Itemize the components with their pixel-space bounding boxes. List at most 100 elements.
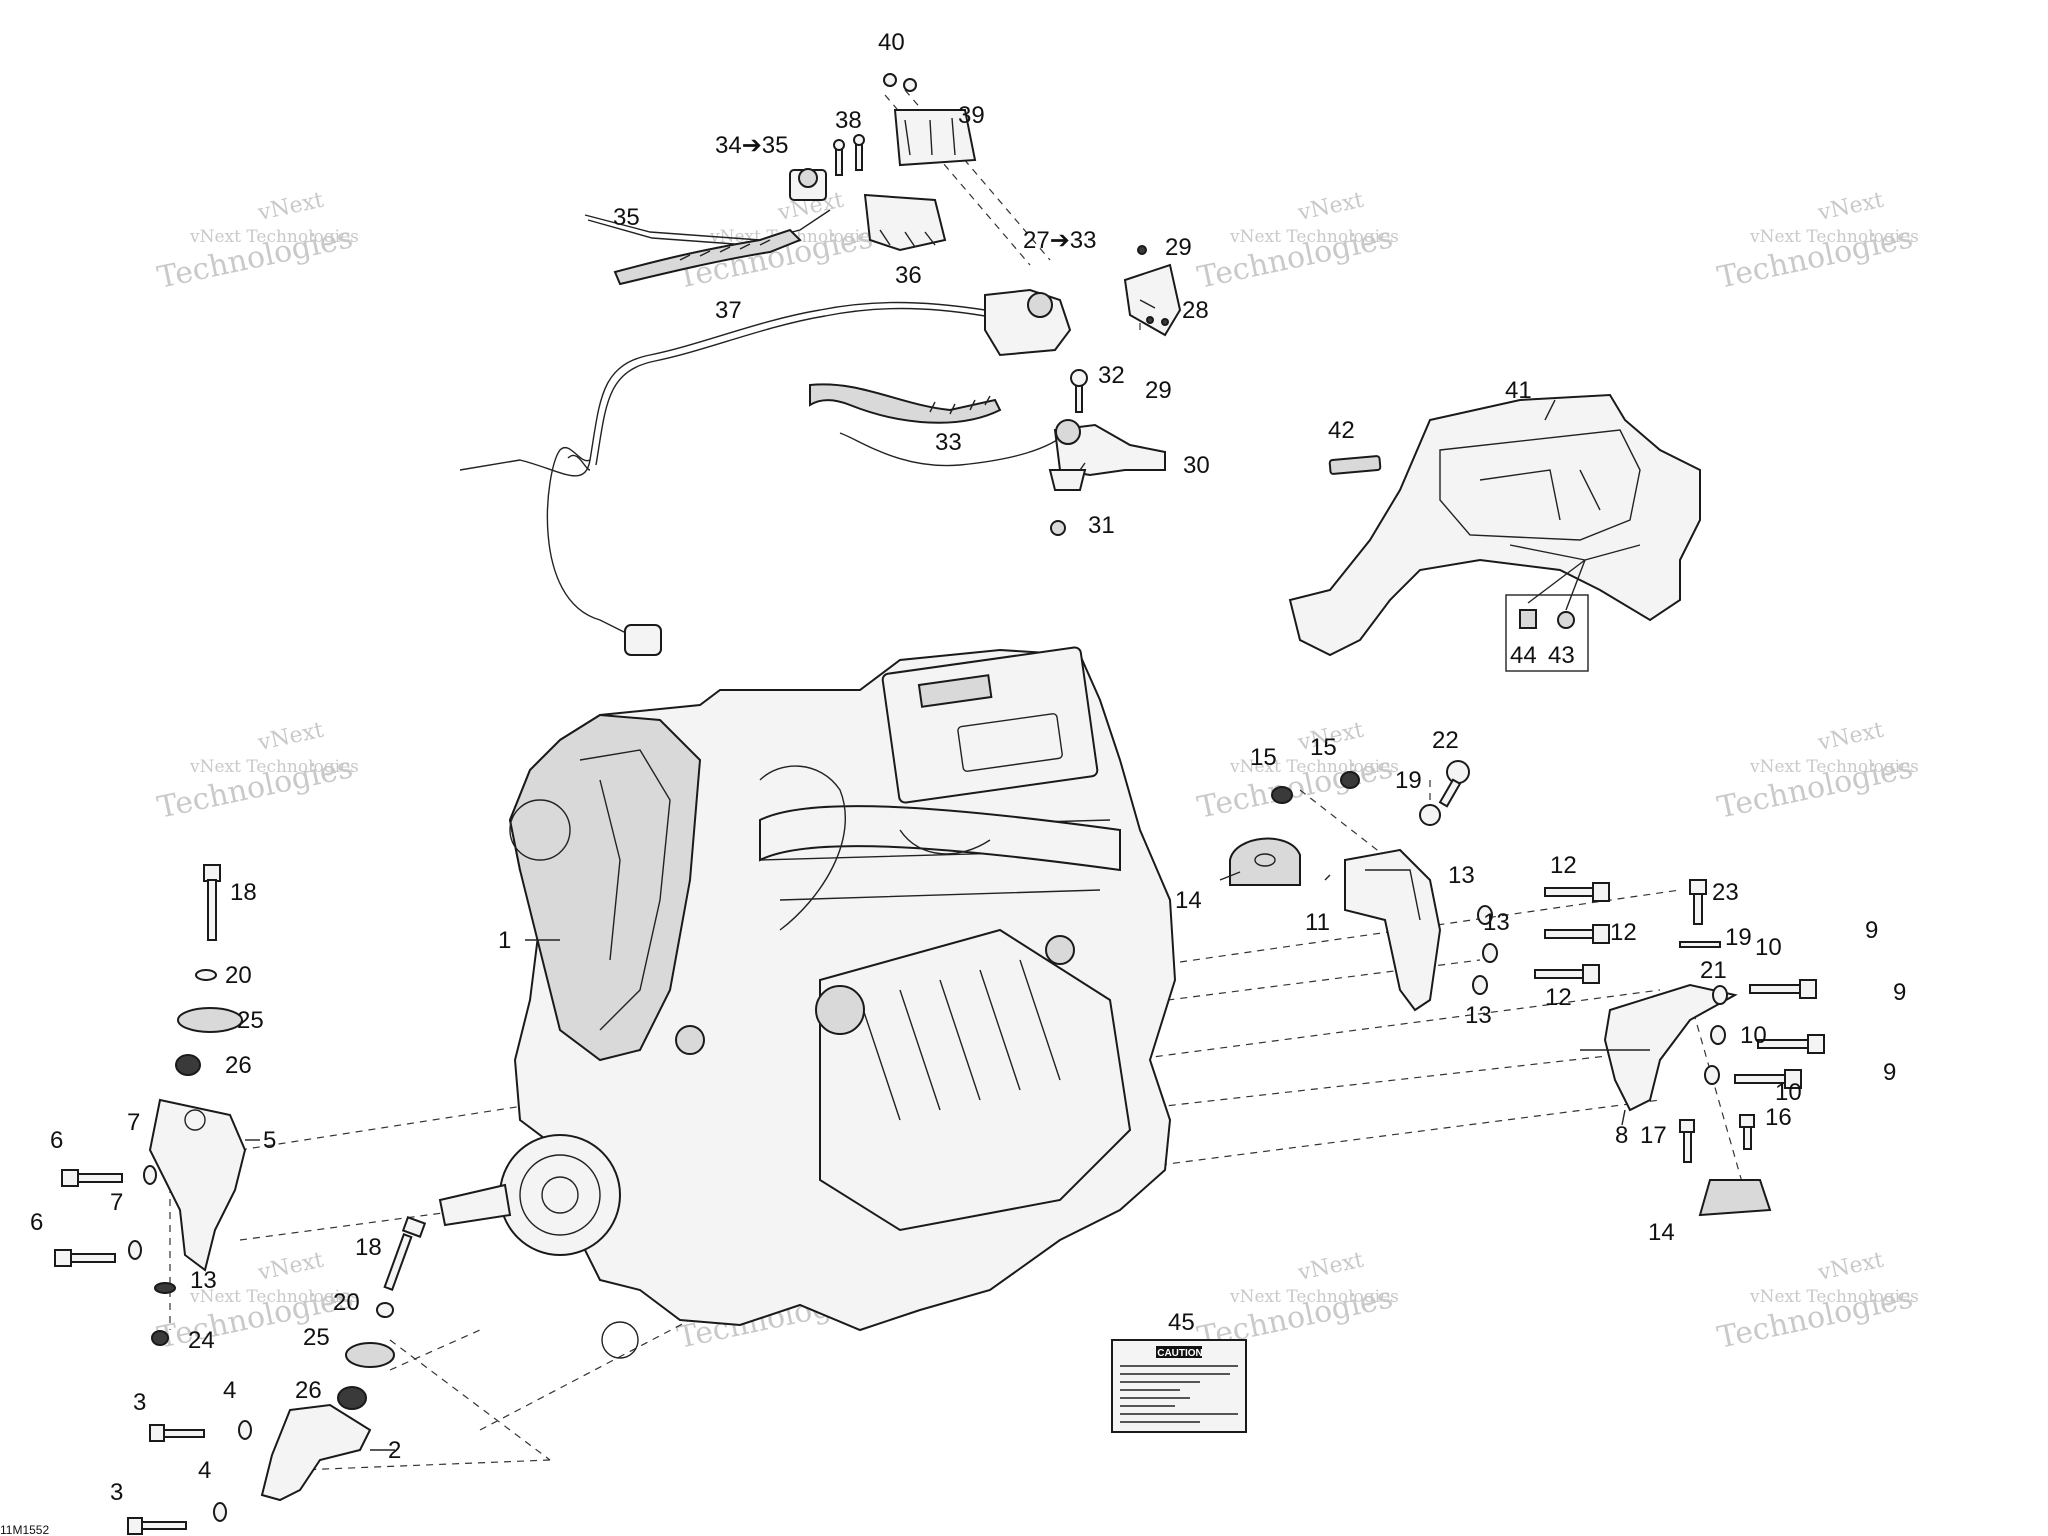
svg-text:vNext Technologies: vNext Technologies <box>1229 757 1399 777</box>
screw <box>1070 369 1088 413</box>
mount-cushion <box>1229 837 1301 886</box>
screw <box>1161 318 1169 326</box>
callout-39: 39 <box>958 102 985 129</box>
hose <box>809 383 1002 424</box>
washer <box>128 1240 142 1260</box>
svg-text:vNext Technologies: vNext Technologies <box>1229 227 1399 247</box>
nut <box>151 1330 169 1346</box>
mount-cushion <box>1698 1179 1772 1217</box>
callout-41: 41 <box>1505 377 1532 404</box>
washer <box>1704 1065 1720 1085</box>
screw <box>833 139 845 176</box>
callout-10: 10 <box>1740 1022 1767 1049</box>
caution-title: CAUTION <box>1157 1348 1203 1359</box>
watermark: vNext vNext Technologies Technologies <box>1714 718 1918 826</box>
callout-4: 4 <box>223 1377 236 1404</box>
callout-14: 14 <box>1175 887 1202 914</box>
pin <box>1679 941 1721 948</box>
washer <box>195 969 217 981</box>
nut <box>154 1282 176 1294</box>
svg-text:vNext Technologies: vNext Technologies <box>189 1287 359 1307</box>
mount-bracket <box>260 1403 372 1502</box>
svg-text:vNext Technologies: vNext Technologies <box>1749 757 1919 777</box>
callout-29: 29 <box>1165 234 1192 261</box>
bolt <box>1544 924 1610 944</box>
washer <box>1472 975 1488 995</box>
callout-4: 4 <box>198 1457 211 1484</box>
washer <box>1712 985 1728 1005</box>
callout-9: 9 <box>1893 979 1906 1006</box>
callout-35: 35 <box>613 204 640 231</box>
callout-14: 14 <box>1648 1219 1675 1246</box>
right-mount-parts <box>1229 760 1825 1217</box>
nut <box>175 1054 201 1076</box>
callout-19: 19 <box>1725 924 1752 951</box>
caution-label: CAUTION <box>1111 1339 1247 1433</box>
bolt <box>1534 964 1600 984</box>
callout-22: 22 <box>1432 727 1459 754</box>
clip-nut <box>1519 609 1537 629</box>
callout-18: 18 <box>355 1234 382 1261</box>
callout-labels: 1 2 3 3 4 4 5 6 6 7 7 8 9 9 9 10 10 10 1… <box>30 29 1906 1506</box>
callout-40: 40 <box>878 29 905 56</box>
washer <box>376 1302 394 1318</box>
callout-15: 15 <box>1310 734 1337 761</box>
washer <box>143 1165 157 1185</box>
callout-25: 25 <box>303 1324 330 1351</box>
nut <box>337 1386 367 1410</box>
svg-text:vNext: vNext <box>1295 1248 1366 1286</box>
callout-3: 3 <box>133 1389 146 1416</box>
callout-5: 5 <box>263 1127 276 1154</box>
callout-8: 8 <box>1615 1122 1628 1149</box>
callout-24: 24 <box>188 1327 215 1354</box>
bolt <box>61 1169 123 1187</box>
callout-27: 27➔33 <box>1023 227 1097 254</box>
bolt <box>203 864 221 941</box>
callout-29: 29 <box>1145 377 1172 404</box>
callout-13: 13 <box>1483 909 1510 936</box>
engine-assembly <box>438 646 1177 1359</box>
diagram-id: 11M1552 <box>0 1523 49 1536</box>
svg-text:vNext: vNext <box>1815 1248 1886 1286</box>
callout-6: 6 <box>50 1127 63 1154</box>
callout-10: 10 <box>1755 934 1782 961</box>
bolt <box>1438 760 1470 808</box>
callout-21: 21 <box>1700 957 1727 984</box>
callout-37: 37 <box>715 297 742 324</box>
callout-9: 9 <box>1883 1059 1896 1086</box>
mount-bracket <box>1344 848 1442 1012</box>
washer <box>1477 905 1493 925</box>
callout-16: 16 <box>1765 1104 1792 1131</box>
watermark: vNext vNext Technologies Technologies <box>1714 1248 1918 1356</box>
callout-34: 34➔35 <box>715 132 789 159</box>
callout-11: 11 <box>1305 909 1330 936</box>
callout-12: 12 <box>1545 984 1572 1011</box>
callout-6: 6 <box>30 1209 43 1236</box>
washer <box>1710 1025 1726 1045</box>
screw <box>853 134 865 171</box>
callout-12: 12 <box>1550 852 1577 879</box>
callout-42: 42 <box>1328 417 1355 444</box>
bolt <box>1679 1119 1695 1163</box>
callout-25: 25 <box>237 1007 264 1034</box>
washer <box>1419 804 1441 826</box>
watermark: vNext vNext Technologies Technologies <box>1194 718 1398 826</box>
leader-lines <box>245 299 1650 1451</box>
callout-10: 10 <box>1775 1079 1802 1106</box>
callout-7: 7 <box>127 1109 140 1136</box>
callout-38: 38 <box>835 107 862 134</box>
rear-mount-bracket <box>1603 983 1738 1112</box>
mount-cushion <box>345 1342 395 1368</box>
callout-45: 45 <box>1168 1309 1195 1336</box>
callout-18: 18 <box>230 879 257 906</box>
screw <box>883 73 897 87</box>
watermark: vNext vNext Technologies Technologies <box>154 718 358 826</box>
callout-28: 28 <box>1182 297 1209 324</box>
callout-20: 20 <box>333 1289 360 1316</box>
svg-text:vNext Technologies: vNext Technologies <box>1229 1287 1399 1307</box>
callout-43: 43 <box>1548 642 1575 669</box>
svg-text:vNext Technologies: vNext Technologies <box>1749 227 1919 247</box>
watermark: vNext vNext Technologies Technologies <box>154 188 358 296</box>
throttle-sensor <box>984 288 1072 357</box>
